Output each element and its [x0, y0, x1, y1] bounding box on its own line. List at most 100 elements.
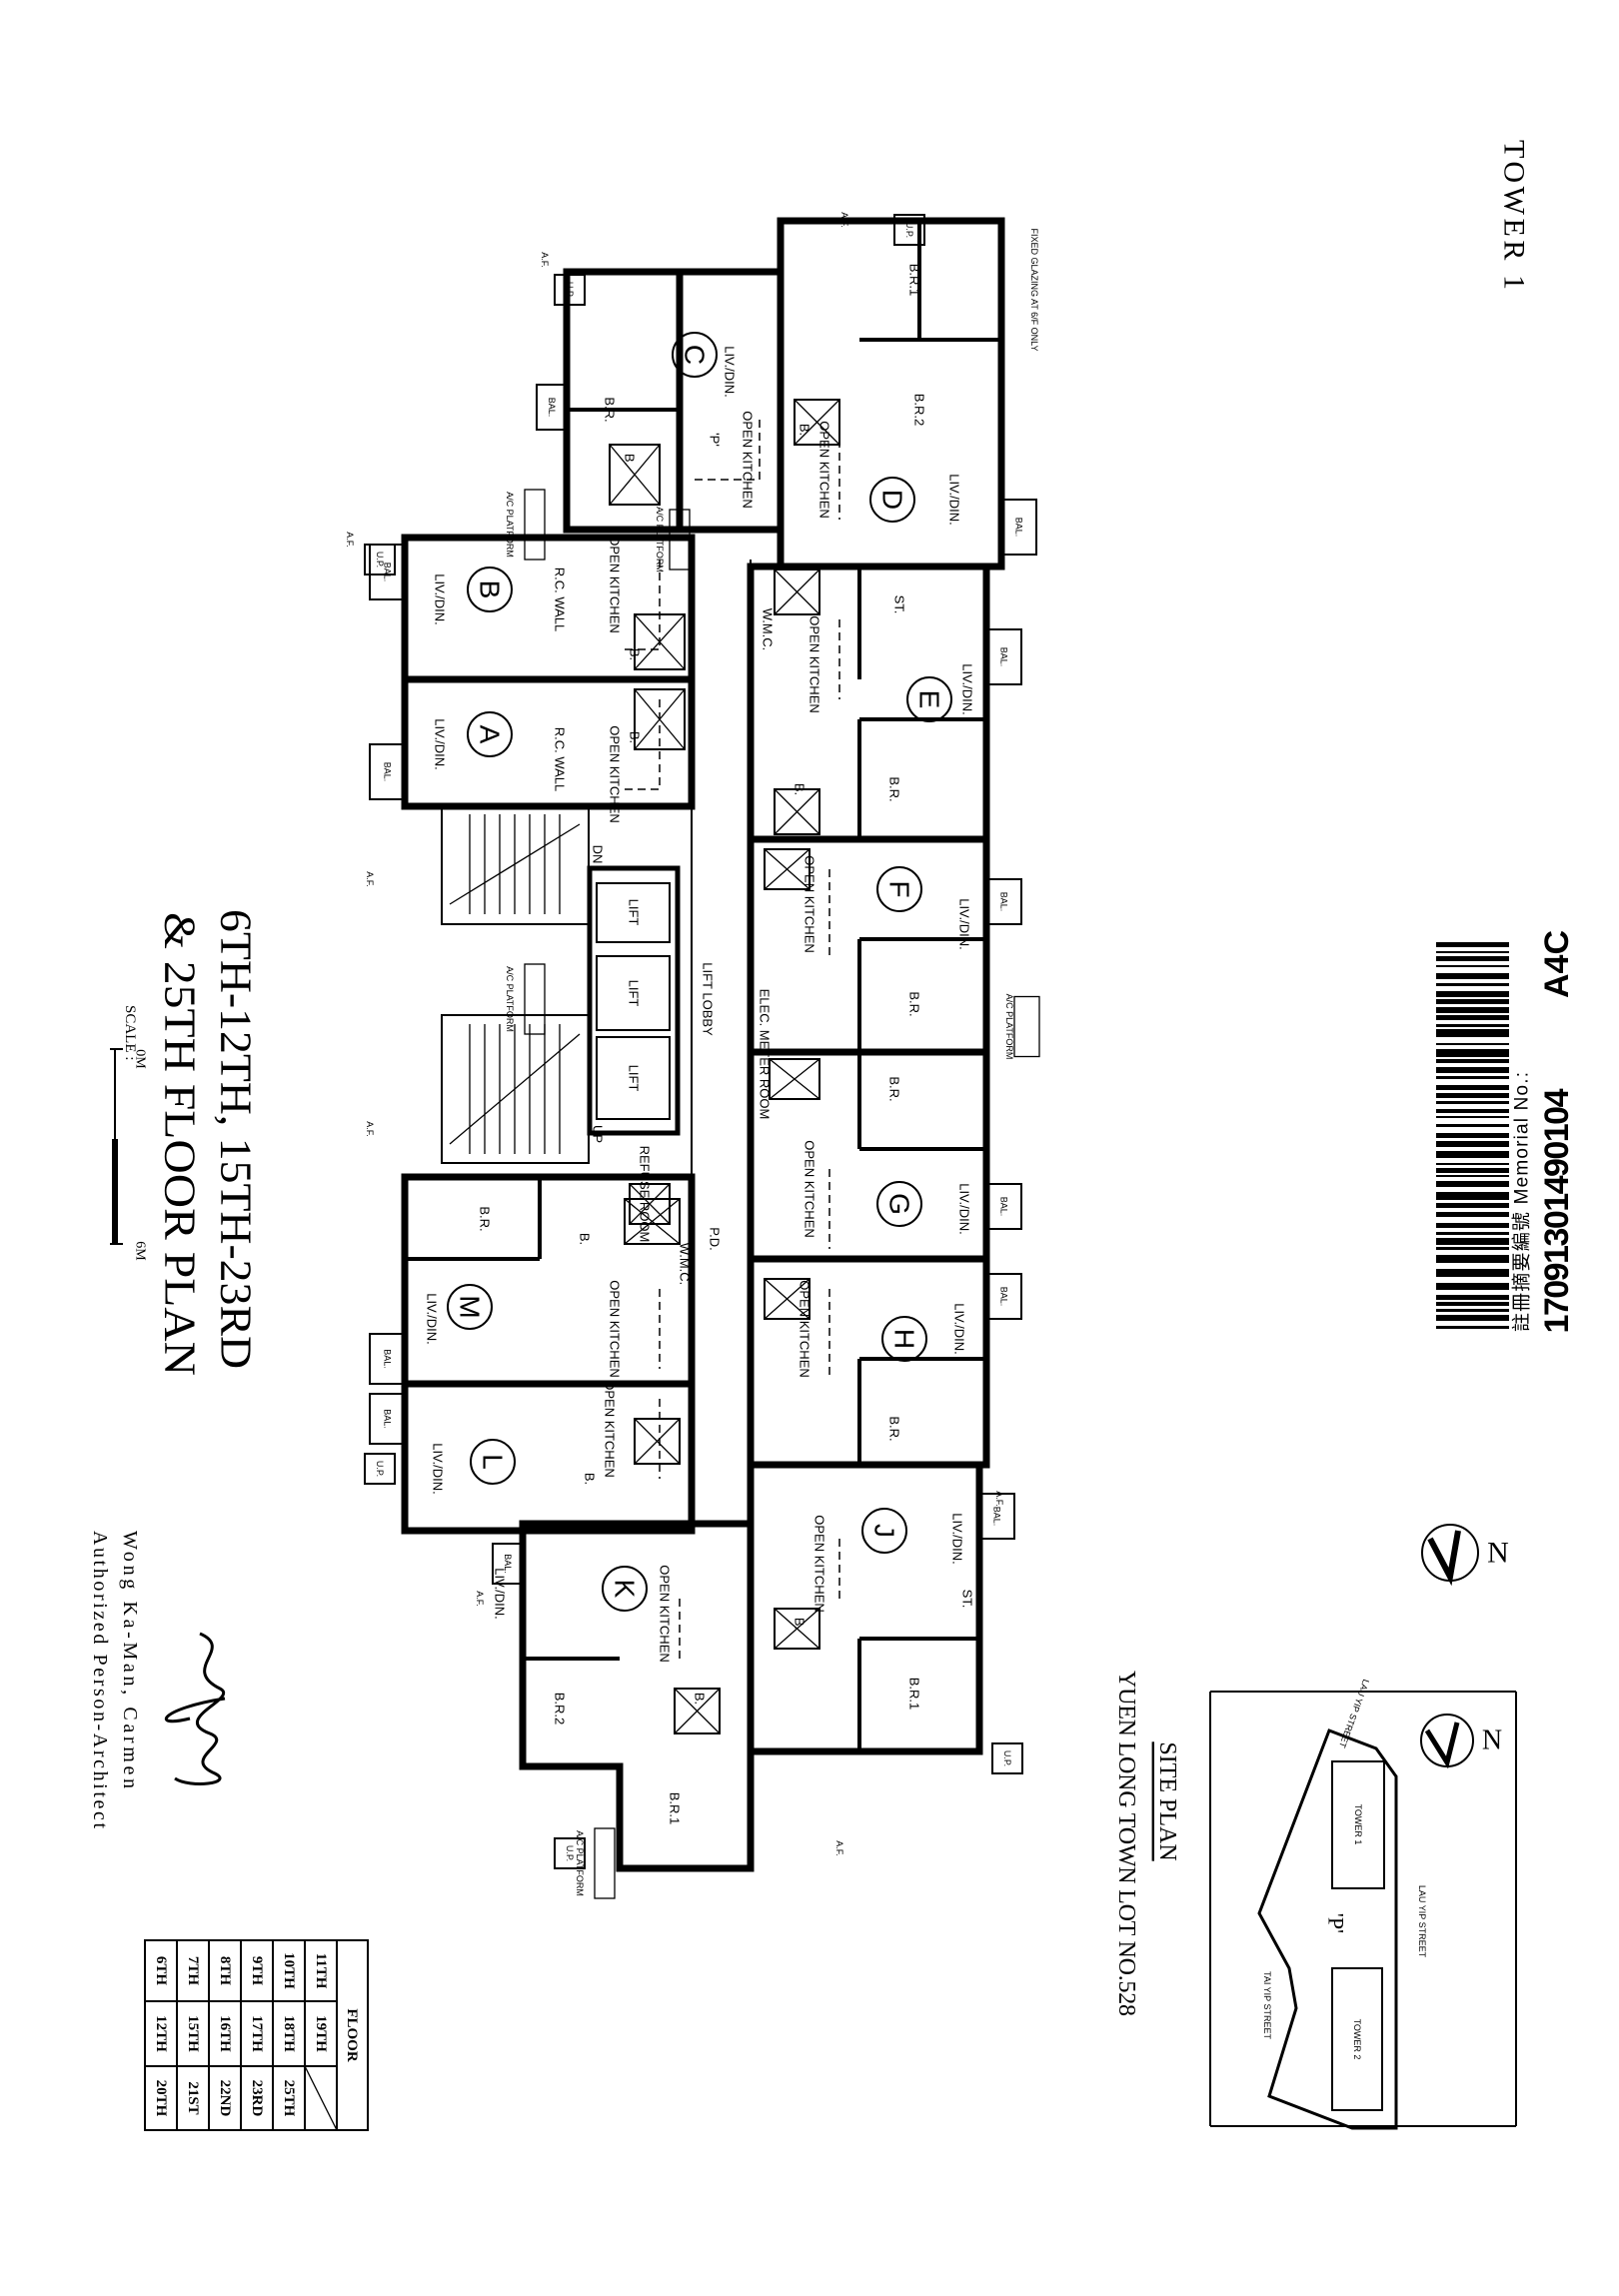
balcony — [492, 1543, 524, 1585]
af-label: A.F. — [834, 1840, 844, 1856]
unit-letter: J — [869, 1524, 900, 1538]
barcode-bar — [1436, 1181, 1509, 1187]
room-label: B.R. — [887, 776, 902, 801]
ac-platform — [594, 1827, 616, 1899]
barcode-bar — [1436, 942, 1509, 947]
unit-letter: L — [478, 1454, 509, 1470]
barcode-bar — [1436, 1203, 1509, 1208]
room-label: LIV./DIN. — [947, 474, 962, 526]
room-label: B. — [628, 731, 643, 743]
room-label: B.R. — [887, 1416, 902, 1441]
room-label: ST. — [892, 595, 907, 614]
room-label: B.R.2 — [912, 394, 927, 427]
lift-label: LIFT — [627, 980, 642, 1007]
bathroom — [764, 848, 810, 890]
balcony-label: BAL. — [999, 647, 1009, 667]
floor-cell: 25TH — [281, 2080, 297, 2117]
room-label: B. — [583, 1473, 598, 1485]
barcode-bar — [1436, 1302, 1509, 1306]
barcode-bar — [1436, 1133, 1509, 1138]
unit-letter: K — [610, 1580, 641, 1599]
room-label: B. — [578, 1233, 593, 1245]
memorial-code: A4C — [1538, 930, 1576, 998]
unit-k-outline — [519, 1520, 755, 1872]
barcode-bar — [1436, 1141, 1509, 1147]
room-label: LIV./DIN. — [952, 1303, 967, 1355]
barcode-bar — [1436, 1223, 1509, 1228]
staircase — [441, 805, 590, 925]
balcony — [985, 628, 1022, 685]
unit-letter: E — [914, 690, 945, 709]
barcode-bar — [1436, 1269, 1509, 1277]
unit-letter: D — [877, 490, 908, 510]
utility-planter-label: U.P. — [565, 282, 575, 298]
utility-planter-label: U.P. — [375, 1461, 385, 1477]
barcode-bar — [1436, 1212, 1509, 1217]
balcony-label: BAL. — [383, 563, 393, 582]
site-tower-2-label: TOWER 2 — [1352, 2019, 1362, 2060]
lift-lobby-label: LIFT LOBBY — [701, 962, 716, 1036]
tower-title: TOWER 1 — [1498, 140, 1531, 290]
bathroom — [764, 1278, 810, 1320]
room-label: OPEN KITCHEN — [803, 855, 817, 953]
barcode-bar — [1436, 991, 1509, 997]
pd-label: P.D. — [708, 1227, 723, 1251]
room-label: OPEN KITCHEN — [658, 1565, 673, 1663]
room-label: OPEN KITCHEN — [808, 615, 822, 713]
unit-d-outline — [777, 217, 1005, 571]
balcony-label: BAL. — [383, 762, 393, 782]
room-label: LIV./DIN. — [957, 1183, 972, 1235]
unit-letter: H — [889, 1329, 920, 1349]
room-label: LIV./DIN. — [957, 898, 972, 950]
fixed-glazing-note: FIXED GLAZING AT 6/F ONLY — [1029, 228, 1039, 351]
balcony-label: BAL. — [383, 1349, 393, 1369]
barcode-bar — [1436, 1192, 1509, 1200]
unit-letter: M — [455, 1295, 486, 1318]
floor-cell: 7TH — [185, 1956, 201, 1986]
unit-b-outline — [401, 534, 696, 683]
af-label: A.F. — [475, 1591, 485, 1607]
scale-label: SCALE : — [122, 1005, 138, 1060]
floor-cell: 23RD — [249, 2080, 265, 2117]
unit-marker — [869, 477, 915, 523]
utility-planter-label: U.P. — [565, 1845, 575, 1861]
barcode-bar — [1436, 1255, 1509, 1263]
barcode-bar — [1436, 951, 1509, 953]
floor-cell: 16TH — [217, 2015, 233, 2052]
bathrooms — [609, 399, 840, 1734]
site-plan: TOWER 1 TOWER 2 'P' LAU YIP STREET LAU Y… — [1209, 1678, 1517, 2130]
balcony-label: BAL. — [1014, 518, 1024, 538]
lift-car — [596, 1036, 671, 1120]
floor-cell: 10TH — [281, 1952, 297, 1989]
bathroom — [609, 444, 661, 506]
barcode-bar — [1436, 1059, 1509, 1063]
architect-name: Wong Ka-Man, Carmen — [119, 1531, 141, 1788]
barcode — [1436, 942, 1509, 1329]
barcode-bar — [1436, 1043, 1509, 1045]
balcony — [1000, 499, 1037, 556]
barcode-bar — [1436, 1247, 1509, 1250]
room-label: B. — [693, 1693, 708, 1705]
corridor — [691, 560, 752, 1524]
bathroom — [629, 1183, 671, 1225]
room-label: B.R.1 — [907, 1678, 922, 1711]
empty-cell-diagonal — [304, 2065, 338, 2131]
site-lot-mark: 'P' — [1324, 1913, 1349, 1933]
room-label: LIV./DIN. — [950, 1513, 965, 1565]
room-label: B. — [793, 783, 808, 795]
architect-role: Authorized Person-Architect — [89, 1531, 111, 1828]
floor-table-header: FLOOR — [344, 2008, 360, 2062]
balcony — [985, 878, 1022, 925]
balcony — [369, 1333, 406, 1385]
unit-f-outline — [747, 835, 990, 1056]
ac-platform — [1013, 995, 1040, 1058]
room-label: LIV./DIN. — [493, 1568, 508, 1620]
balcony — [985, 1183, 1022, 1230]
memorial-number: 17091301490104 — [1538, 1088, 1576, 1333]
elec-meter-room-label: ELEC. METER ROOM — [758, 989, 773, 1120]
